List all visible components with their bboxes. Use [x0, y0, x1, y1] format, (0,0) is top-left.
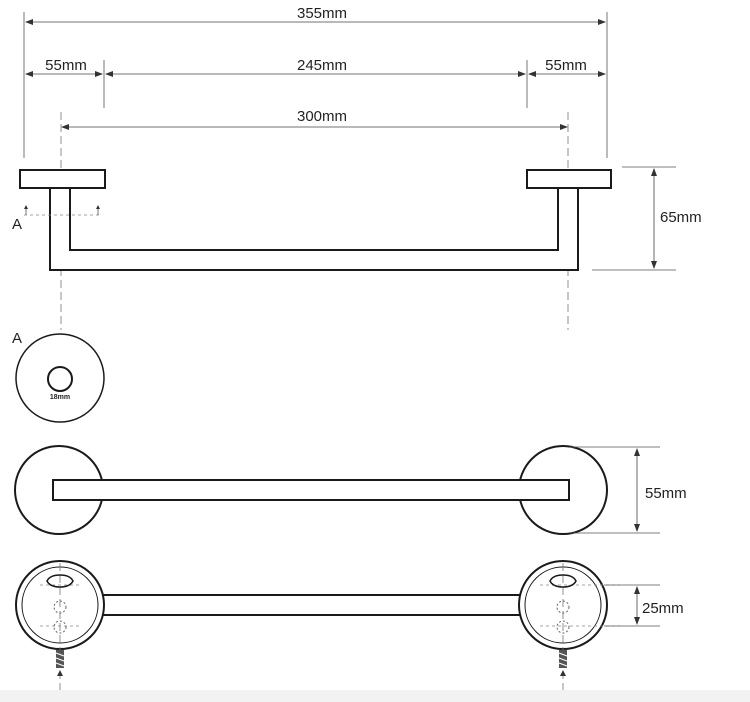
side-view: A 65mm — [12, 112, 702, 330]
section-a-marker: A — [12, 205, 100, 233]
section-marker-label: A — [12, 216, 22, 233]
section-title: A — [12, 330, 22, 347]
right-wall-base — [526, 169, 612, 189]
mount-right-rosette — [518, 560, 620, 690]
left-screw-icon — [55, 650, 65, 668]
overall-width-label: 355mm — [297, 5, 347, 22]
center-distance-label: 300mm — [297, 108, 347, 125]
mounting-view: 25mm — [15, 560, 684, 690]
base-diameter-label: 55mm — [645, 485, 687, 502]
right-screw-icon — [558, 650, 568, 668]
right-base-label: 55mm — [545, 57, 587, 74]
bottom-strip — [0, 690, 750, 702]
front-bar — [52, 479, 570, 501]
left-base-label: 55mm — [45, 57, 87, 74]
projection-label: 65mm — [660, 209, 702, 226]
span-label: 245mm — [297, 57, 347, 74]
tube-diameter-label: 18mm — [50, 394, 70, 401]
mount-height-label: 25mm — [642, 600, 684, 617]
left-wall-base — [19, 169, 106, 189]
mount-bar — [99, 594, 523, 616]
mount-left-rosette — [15, 560, 105, 690]
section-tube-circle — [47, 366, 73, 392]
towel-bar-profile — [49, 187, 579, 271]
section-a-view: A 18mm — [12, 330, 105, 423]
top-dimensions: 355mm 55mm 245mm 55mm 300mm — [23, 5, 608, 158]
front-view: 55mm — [14, 445, 687, 535]
